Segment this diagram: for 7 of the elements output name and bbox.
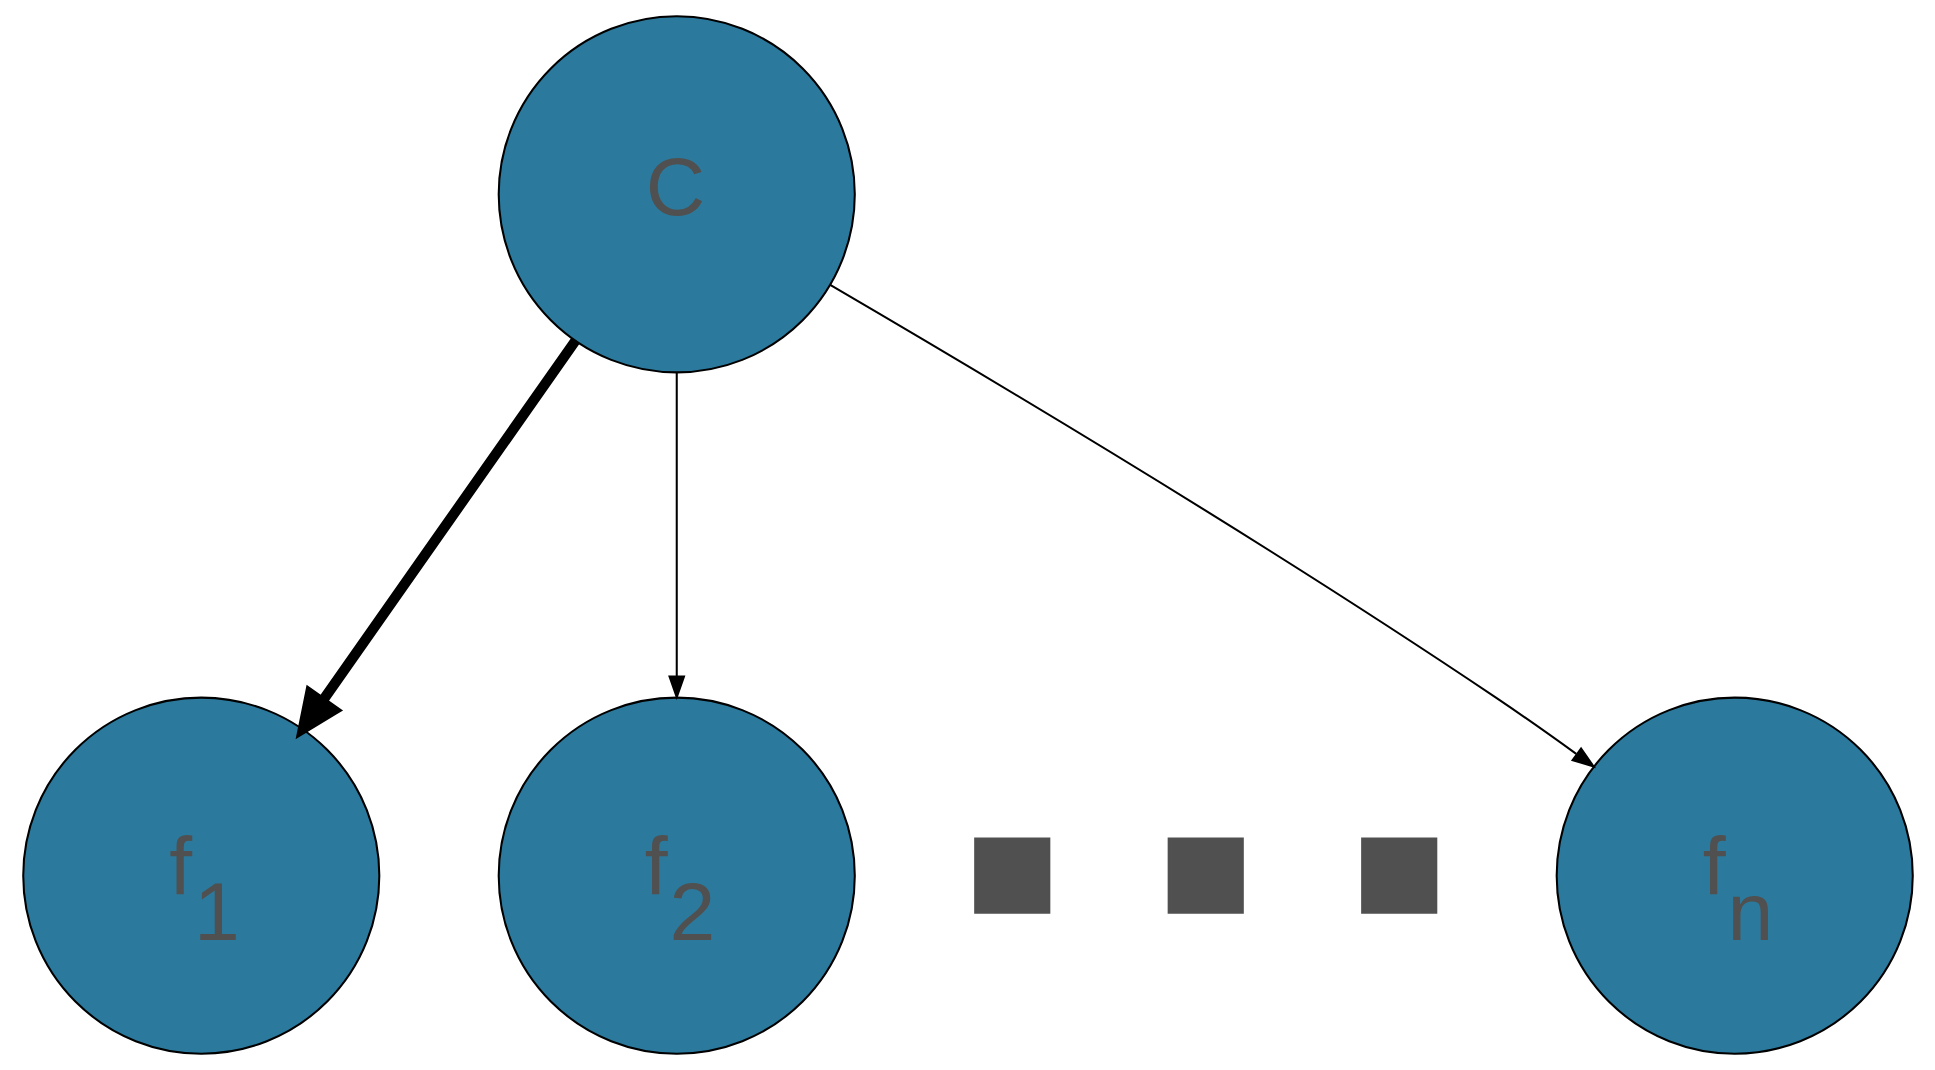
node-circle: C [497,15,856,374]
node-box [973,837,1050,914]
node-box [1167,837,1244,914]
arrow [829,284,1596,769]
arrow [295,337,580,740]
arrow [667,372,685,701]
node-box [1360,837,1437,914]
